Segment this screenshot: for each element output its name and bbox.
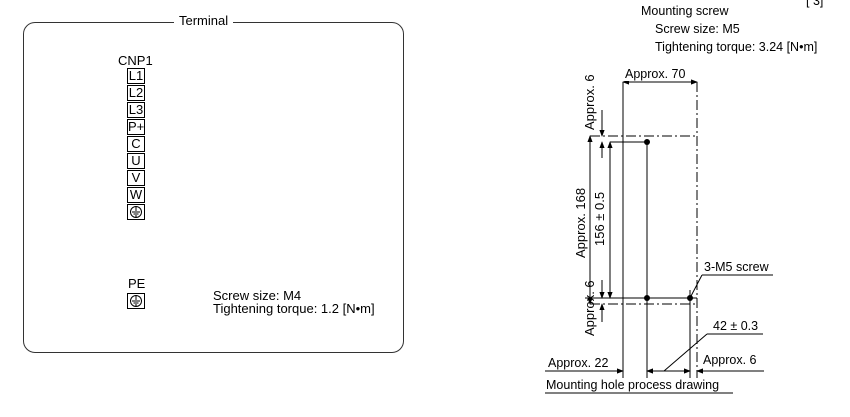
screw-leader	[689, 274, 703, 299]
cnp1-terminal-pplus: P+	[127, 119, 145, 135]
hole-pitch-label: 156 ± 0.5	[592, 191, 607, 246]
hole-spacing-label: 42 ± 0.3	[713, 319, 759, 333]
dim-42-leader	[663, 333, 708, 372]
terminal-screw-size: Screw size: M4	[213, 288, 302, 303]
cnp1-label: CNP1	[118, 53, 153, 68]
mounting-tightening-torque: Tightening torque: 3.24 [N•m]	[655, 40, 818, 54]
cnp1-terminal-v: V	[127, 170, 145, 186]
approx-6-top-label: Approx. 6	[582, 74, 597, 130]
cnp1-ground-terminal	[127, 204, 145, 220]
cnp1-terminal-w: W	[127, 187, 145, 203]
mounting-hole-bottom-left	[644, 295, 650, 301]
approx-70-label: Approx. 70	[625, 67, 686, 81]
approx-168-label: Approx. 168	[573, 187, 588, 258]
approx-22-label: Approx. 22	[548, 356, 609, 370]
page-corner-marker: [ 3]	[806, 0, 824, 8]
mounting-screw-title: Mounting screw	[641, 4, 729, 18]
approx-6-bottom-label: Approx. 6	[582, 280, 597, 336]
mounting-screw-size: Screw size: M5	[655, 22, 740, 36]
drawing-caption: Mounting hole process drawing	[546, 378, 720, 392]
ground-icon	[130, 206, 142, 218]
terminal-title: Terminal	[174, 13, 234, 28]
pe-label: PE	[128, 276, 146, 291]
screw-callout-label: 3-M5 screw	[704, 260, 769, 274]
pe-ground-terminal	[127, 293, 145, 309]
ground-icon	[130, 295, 142, 307]
mounting-hole-top	[644, 139, 650, 145]
cnp1-terminal-c: C	[127, 136, 145, 152]
approx-6-right-label: Approx. 6	[703, 353, 757, 367]
cnp1-terminal-l3: L3	[127, 102, 145, 118]
cnp1-terminal-l2: L2	[127, 85, 145, 101]
mounting-hole-bottom-right	[687, 295, 693, 301]
cnp1-terminal-l1: L1	[127, 68, 145, 84]
terminal-tightening-torque: Tightening torque: 1.2 [N•m]	[213, 301, 375, 316]
cnp1-terminal-u: U	[127, 153, 145, 169]
